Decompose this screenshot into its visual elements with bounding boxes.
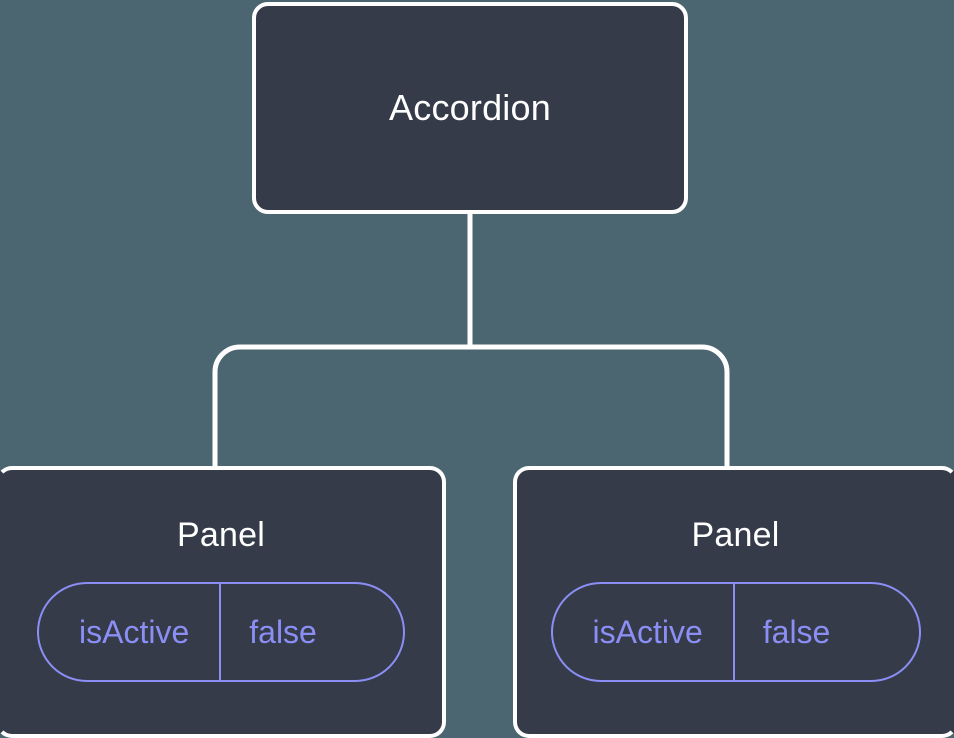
node-accordion[interactable]: Accordion <box>252 2 688 214</box>
node-panel-1-title: Panel <box>691 516 780 554</box>
connector-branch-left <box>212 344 470 468</box>
node-panel-0-prop-name: isActive <box>39 584 222 680</box>
node-panel-1[interactable]: Panel isActive false <box>513 466 954 738</box>
node-panel-0-title: Panel <box>177 516 265 554</box>
node-panel-1-prop-value: false <box>762 614 831 650</box>
node-panel-1-prop-badge[interactable]: isActive false <box>550 582 921 682</box>
connector-branch-right <box>470 344 730 468</box>
node-panel-0[interactable]: Panel isActive false <box>0 466 446 738</box>
node-panel-0-prop-value: false <box>249 614 317 650</box>
node-accordion-title: Accordion <box>389 87 551 128</box>
node-panel-0-prop-badge[interactable]: isActive false <box>37 582 405 682</box>
node-panel-1-prop-name: isActive <box>553 584 735 680</box>
